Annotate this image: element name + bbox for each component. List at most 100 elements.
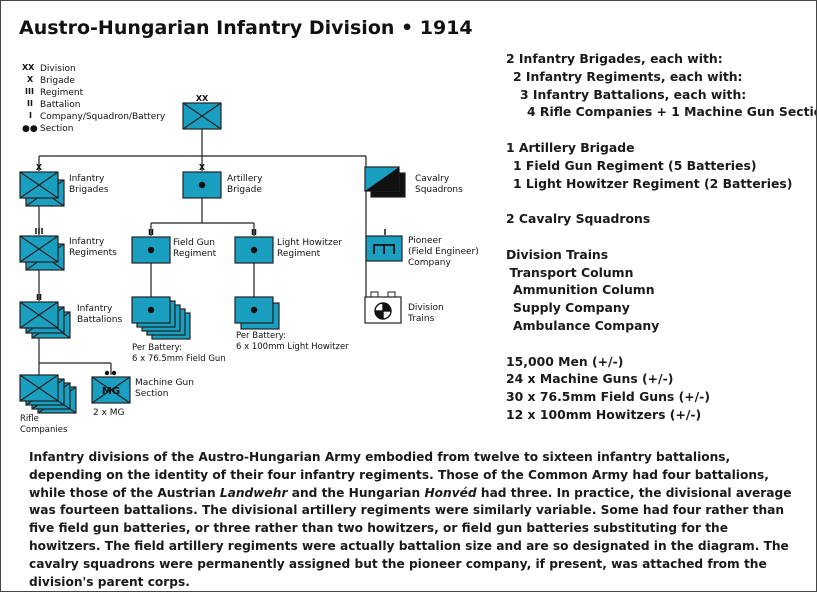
summary-line: 24 x Machine Guns (+/-) (506, 371, 674, 387)
unit-label: Cavalry (415, 174, 450, 184)
summary-line: 2 Infantry Regiments, each with: (513, 68, 743, 84)
light-howitzer-regiment-unit: II Light Howitzer Regiment (234, 228, 342, 264)
engineer-symbol-icon (365, 235, 403, 262)
summary-spacer (506, 228, 816, 246)
artillery-symbol-icon (131, 296, 171, 324)
paragraph-text: had three. In practice, the divisional a… (29, 485, 792, 589)
unit-label: Rifle (20, 414, 39, 424)
legend-regiment: III Regiment (25, 87, 84, 98)
howitzer-batteries-unit: Per Battery: 6 x 100mm Light Howitzer (234, 296, 349, 352)
org-chart: XX Division X Brigade III Regiment II Ba… (19, 63, 479, 435)
infantry-brigades-unit: X Infantry Brigades (19, 163, 109, 207)
legend-label: Battalion (40, 100, 80, 110)
artillery-symbol-icon (131, 236, 171, 264)
legend-battalion: II Battalion (27, 99, 80, 110)
summary-line: 2 Cavalry Squadrons (506, 211, 651, 227)
echelon-marker: I (384, 228, 387, 237)
unit-label: Regiment (277, 249, 321, 259)
trains-symbol-icon (364, 291, 402, 324)
summary-spacer (506, 192, 816, 210)
section-dot-icon (104, 370, 110, 376)
legend-label: Company/Squadron/Battery (40, 112, 166, 122)
summary-line: 1 Artillery Brigade (506, 139, 635, 155)
infantry-symbol-icon (19, 301, 59, 329)
machine-gun-section-unit: MG Machine Gun Section 2 x MG (91, 370, 194, 418)
legend-symbol: XX (22, 63, 35, 72)
summary-line: 1 Light Howitzer Regiment (2 Batteries) (513, 175, 793, 191)
legend-symbol: ●● (22, 124, 38, 134)
unit-label: Trains (407, 314, 435, 324)
unit-label: Brigades (69, 185, 109, 195)
legend-section: ●● Section (22, 124, 73, 134)
echelon-marker: X (199, 163, 206, 172)
infantry-symbol-icon (19, 235, 59, 263)
mg-symbol-icon (91, 376, 131, 404)
pioneer-company-unit: I Pioneer (Field Engineer) Company (365, 228, 479, 268)
unit-label: (Field Engineer) (408, 247, 479, 257)
echelon-marker: II (148, 228, 154, 237)
summary-spacer (506, 335, 816, 353)
summary-line: 4 Rifle Companies + 1 Machine Gun Sectio… (527, 104, 817, 120)
echelon-marker: II (36, 293, 42, 302)
unit-label: Section (135, 389, 168, 399)
summary-spacer (506, 121, 816, 139)
unit-label: Pioneer (408, 236, 442, 246)
division-unit: XX (182, 94, 222, 130)
legend-company: I Company/Squadron/Battery (29, 111, 166, 122)
description-paragraph: Infantry divisions of the Austro-Hungari… (29, 449, 797, 591)
legend-symbol: X (27, 75, 34, 84)
legend-symbol: III (25, 87, 34, 96)
division-trains-unit: Division Trains (364, 291, 444, 324)
legend: XX Division X Brigade III Regiment II Ba… (22, 63, 166, 134)
infantry-symbol-icon (19, 374, 59, 402)
infantry-regiments-unit: III Infantry Regiments (19, 227, 117, 271)
unit-label: Machine Gun (135, 378, 194, 388)
paragraph-text: and the Hungarian (287, 485, 425, 500)
unit-label: Regiment (173, 249, 217, 259)
unit-label: Company (408, 258, 451, 268)
unit-label: Regiments (69, 248, 117, 258)
field-gun-batteries-unit: Per Battery: 6 x 76.5mm Field Gun (131, 296, 226, 364)
unit-label: Division (408, 303, 444, 313)
page-title: Austro-Hungarian Infantry Division • 191… (19, 17, 473, 39)
unit-label: Squadrons (415, 185, 463, 195)
legend-label: Division (40, 64, 76, 74)
summary-line: Division Trains (506, 246, 609, 262)
connector-lines (38, 129, 371, 375)
echelon-marker: X (36, 163, 43, 172)
cavalry-symbol-icon (364, 166, 406, 198)
division-symbol-icon (182, 102, 222, 130)
artillery-symbol-icon (234, 236, 274, 264)
legend-label: Section (40, 124, 73, 134)
mg-badge: MG (102, 386, 120, 397)
summary-line: 3 Infantry Battalions, each with: (520, 86, 747, 102)
paragraph-text: Infantry divisions of the Austro-Hungari… (29, 450, 769, 500)
legend-division: XX Division (22, 63, 76, 74)
infantry-battalions-unit: II Infantry Battalions (19, 293, 122, 339)
unit-label: Artillery (227, 174, 263, 184)
unit-label: Per Battery: (236, 331, 286, 341)
legend-label: Brigade (40, 76, 75, 86)
unit-label: Per Battery: (132, 343, 182, 353)
unit-label: 6 x 100mm Light Howitzer (236, 342, 349, 352)
artillery-brigade-unit: X Artillery Brigade (182, 163, 263, 199)
summary-line: 2 Infantry Brigades, each with: (506, 51, 723, 66)
unit-label: Battalions (77, 315, 122, 325)
unit-label: 6 x 76.5mm Field Gun (132, 354, 226, 364)
legend-label: Regiment (40, 88, 84, 98)
echelon-marker: XX (196, 94, 209, 103)
cavalry-squadrons-unit: Cavalry Squadrons (364, 166, 463, 198)
organization-summary: 2 Infantry Brigades, each with: 2 Infantr… (506, 50, 817, 424)
artillery-symbol-icon (182, 171, 222, 199)
unit-label: Companies (20, 425, 68, 435)
legend-brigade: X Brigade (27, 75, 75, 86)
artillery-symbol-icon (234, 296, 274, 324)
unit-label: Light Howitzer (277, 238, 342, 248)
unit-label: Infantry (77, 304, 113, 314)
summary-line: 15,000 Men (+/-) (506, 353, 624, 369)
infantry-symbol-icon (19, 171, 59, 199)
summary-line: Transport Column (509, 264, 634, 280)
summary-line: Ambulance Company (513, 317, 660, 333)
echelon-marker: II (251, 228, 257, 237)
